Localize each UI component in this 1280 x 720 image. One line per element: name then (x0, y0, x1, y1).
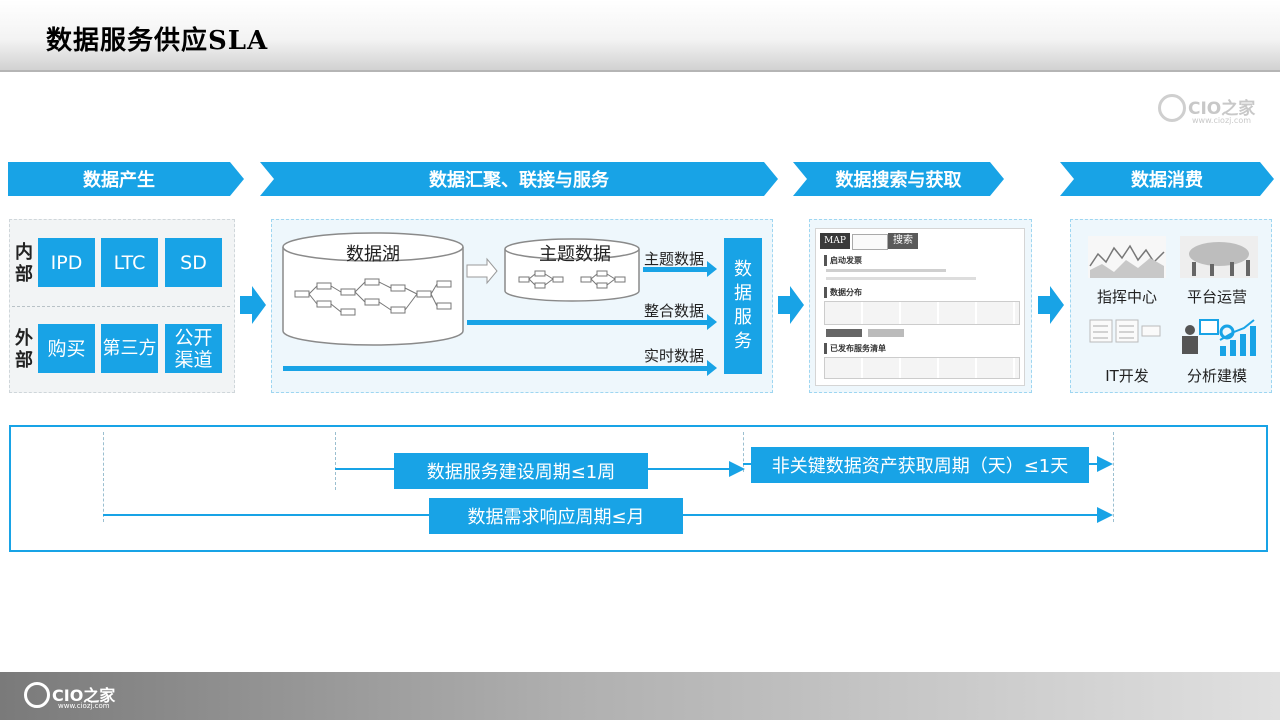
section1-line1 (826, 269, 946, 272)
platform-ops-icon (1180, 236, 1258, 278)
consumption-command-center: 指挥中心 (1096, 288, 1157, 306)
stage-label-production: 数据产生 (83, 170, 155, 191)
watermark-logo: CIO之家 www.ciozj.com (1158, 92, 1258, 128)
section1-line2 (826, 277, 976, 280)
analysis-modeling-icon (1182, 319, 1256, 356)
demand-cycle-box: 数据需求响应周期≤月 (429, 498, 683, 534)
flow-bar-realtime (283, 366, 709, 371)
build-cycle-arrowhead (729, 461, 745, 477)
command-center-icon (1088, 236, 1166, 278)
flow-label-integrated: 整合数据 (644, 302, 705, 320)
build-cycle-box: 数据服务建设周期≤1周 (394, 453, 648, 489)
footer-logo-ring-icon (24, 682, 50, 708)
stage-chevrons (8, 162, 1274, 196)
distribution-action-2 (868, 329, 904, 337)
section3-title: 已发布服务清单 (824, 343, 886, 354)
data-service-label: 数据服务 (734, 259, 752, 352)
stage-label-search: 数据搜索与获取 (835, 170, 962, 191)
logo-ring-icon (1158, 94, 1186, 122)
sla-guide-1 (103, 432, 104, 522)
distribution-table (824, 301, 1020, 325)
flow-arrowhead-topic (707, 261, 717, 277)
consumption-analysis-modeling: 分析建模 (1186, 367, 1247, 385)
search-field (852, 234, 888, 250)
search-button: 搜索 (888, 233, 918, 249)
sla-guide-2 (335, 432, 336, 490)
flow-label-realtime: 实时数据 (644, 347, 705, 365)
title-bar (0, 0, 1280, 72)
watermark-brand: CIO之家 (1188, 99, 1256, 119)
aggregation-graphics (282, 232, 717, 376)
footer-brand: CIO之家 (52, 686, 116, 705)
data-lake-label: 数据湖 (346, 244, 400, 265)
sla-container (9, 425, 1268, 552)
service-list-table (824, 357, 1020, 379)
connector-arrow-1 (240, 286, 266, 324)
footer-bar (0, 672, 1280, 720)
stage-label-aggregation: 数据汇聚、联接与服务 (429, 170, 609, 191)
topic-data-cylinder-icon (504, 238, 640, 302)
flow-bar-integrated (467, 320, 709, 325)
footer-url: www.ciozj.com (58, 702, 110, 710)
internal-item-ipd: IPD (38, 238, 95, 287)
sla-guide-3 (743, 432, 744, 472)
non-key-cycle-arrowhead (1097, 456, 1113, 472)
production-divider (12, 306, 230, 307)
flow-arrowhead-integrated (707, 314, 717, 330)
stage-chevron-4 (1060, 162, 1274, 196)
data-lake-cylinder-icon (282, 232, 464, 346)
internal-item-sd: SD (165, 238, 222, 287)
footer-logo: CIO之家 www.ciozj.com (24, 680, 164, 712)
topic-data-label: 主题数据 (539, 244, 611, 265)
external-item-public: 公开渠道 (165, 324, 222, 373)
flow-bar-topic (643, 267, 709, 272)
search-screenshot: MAP 搜索 启动发票 数据分布 已发布服务清单 (815, 228, 1025, 386)
connector-arrow-3 (1038, 286, 1064, 324)
internal-label: 内部 (15, 242, 33, 285)
internal-item-ltc: LTC (101, 238, 158, 287)
stage-chevron-2 (260, 162, 778, 196)
external-item-purchase: 购买 (38, 324, 95, 373)
consumption-it-dev: IT开发 (1105, 367, 1149, 385)
lake-to-topic-arrow (466, 257, 498, 285)
non-key-cycle-box: 非关键数据资产获取周期（天）≤1天 (751, 447, 1089, 483)
flow-label-topic: 主题数据 (644, 250, 705, 268)
stage-label-consumption: 数据消费 (1131, 170, 1203, 191)
consumption-platform-ops: 平台运营 (1186, 288, 1247, 306)
connector-arrow-2 (778, 286, 804, 324)
distribution-action-1 (826, 329, 862, 337)
demand-cycle-arrowhead (1097, 507, 1113, 523)
external-label: 外部 (15, 328, 33, 371)
flow-arrowhead-realtime (707, 360, 717, 376)
external-item-third-party: 第三方 (101, 324, 158, 373)
stage-chevron-1 (8, 162, 244, 196)
it-dev-icon (1089, 319, 1161, 343)
stage-chevron-3 (793, 162, 1004, 196)
page-title: 数据服务供应SLA (46, 26, 269, 56)
section1-title: 启动发票 (824, 255, 862, 266)
map-logo: MAP (820, 233, 850, 249)
section2-title: 数据分布 (824, 287, 862, 298)
sla-guide-4 (1113, 432, 1114, 522)
connector-arrows (240, 286, 1064, 324)
data-service-box: 数据服务 (724, 238, 762, 374)
watermark-url: www.ciozj.com (1192, 116, 1252, 125)
